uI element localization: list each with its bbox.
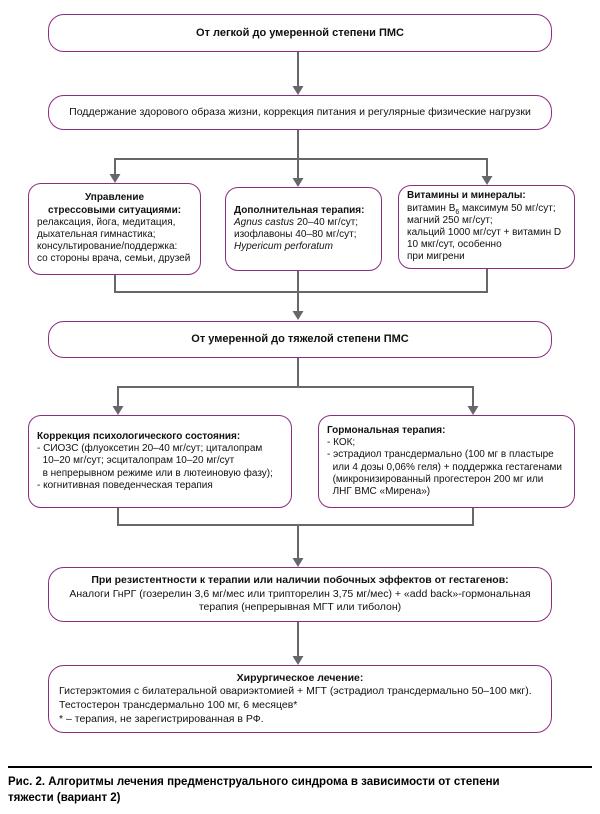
node-mild-pms: От легкой до умеренной степени ПМС (48, 14, 552, 52)
node-additional-line1: Agnus castus 20–40 мг/сут; (234, 216, 359, 228)
node-vitamins-line1: витамин B6 максимум 50 мг/сут; (407, 202, 556, 216)
node-psych-title: Коррекция психологического состояния: (37, 431, 241, 443)
node-surgical-title: Хирургическое лечение: (236, 671, 364, 684)
node-lifestyle-text: Поддержание здорового образа жизни, корр… (69, 105, 531, 118)
arrowhead-resistant (292, 558, 304, 567)
node-vitamins-rest: магний 250 мг/сут; кальций 1000 мг/сут +… (407, 214, 562, 263)
arrowhead-lifestyle (292, 86, 304, 95)
node-resistant-body: Аналоги ГнРГ (гозерелин 3,6 мг/мес или т… (69, 587, 531, 614)
node-surgical-treatment: Хирургическое лечение: Гистерэктомия с б… (48, 665, 552, 733)
node-mild-pms-title: От легкой до умеренной степени ПМС (196, 26, 404, 39)
figure-caption: Рис. 2. Алгоритмы лечения предменструаль… (8, 776, 500, 804)
node-vitamins-minerals: Витамины и минералы: витамин B6 максимум… (398, 185, 575, 269)
arrowhead-surgical (292, 656, 304, 665)
node-stress-title: Управление стрессовыми ситуациями: (47, 192, 182, 216)
node-hormonal-therapy: Гормональная терапия: - КОК; - эстрадиол… (318, 415, 575, 508)
arrowhead-stress (109, 174, 121, 183)
arrowheads (109, 86, 493, 665)
caption-divider (8, 766, 592, 768)
connector-lines (114, 52, 488, 657)
node-additional-line3: Hypericum perforatum (234, 241, 333, 253)
node-psych-correction: Коррекция психологического состояния: - … (28, 415, 292, 508)
arrowhead-psych (112, 406, 124, 415)
node-hormonal-title: Гормональная терапия: (327, 424, 446, 436)
node-additional-therapy: Дополнительная терапия: Agnus castus 20–… (225, 187, 382, 271)
node-surgical-body: Гистерэктомия с билатеральной овариэктом… (59, 685, 532, 725)
node-additional-line2: изофлавоны 40–80 мг/сут; (234, 229, 357, 240)
arrowhead-additional (292, 178, 304, 187)
node-therapy-resistance: При резистентности к терапии или наличии… (48, 567, 552, 622)
arrowhead-moderate (292, 311, 304, 320)
node-resistant-title: При резистентности к терапии или наличии… (91, 574, 509, 587)
node-additional-title: Дополнительная терапия: (234, 204, 365, 216)
node-vitamins-title: Витамины и минералы: (407, 190, 526, 202)
arrowhead-hormonal (467, 406, 479, 415)
node-stress-management: Управление стрессовыми ситуациями: релак… (28, 183, 201, 275)
node-hormonal-body: - КОК; - эстрадиол трансдермально (100 м… (327, 437, 563, 497)
node-moderate-pms-title: От умеренной до тяжелой степени ПМС (191, 333, 409, 346)
node-lifestyle: Поддержание здорового образа жизни, корр… (48, 95, 552, 130)
node-stress-body: релаксация, йога, медитация, дыхательная… (37, 216, 191, 265)
node-moderate-pms: От умеренной до тяжелой степени ПМС (48, 321, 552, 358)
node-psych-body: - СИОЗС (флуоксетин 20–40 мг/сут; цитало… (37, 443, 273, 491)
arrowhead-vitamins (481, 176, 493, 185)
